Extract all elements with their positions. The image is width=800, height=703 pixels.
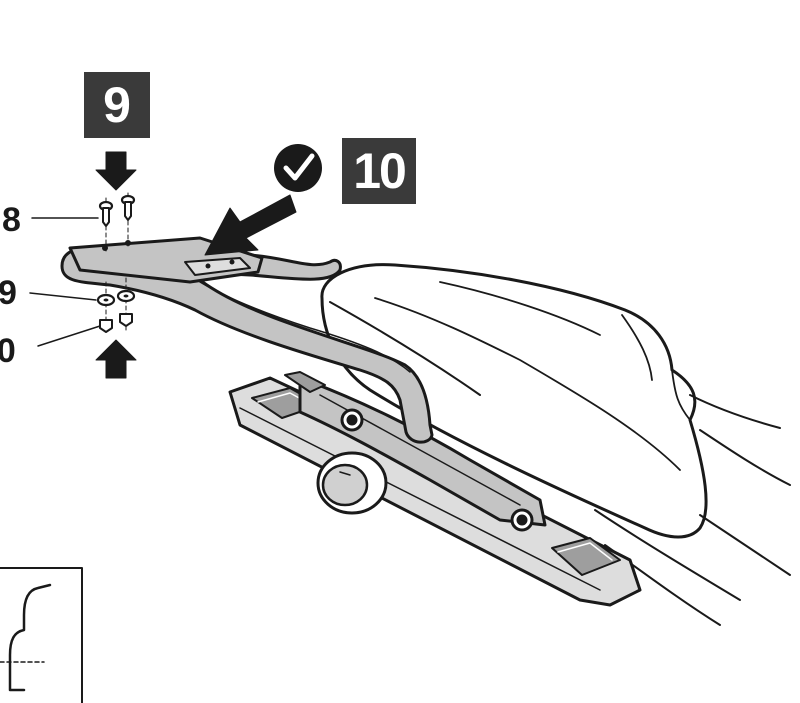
tail-fairing [594, 394, 791, 626]
screw-part-8 [98, 192, 136, 253]
callout-leaders [29, 217, 101, 347]
callout-part-8: 8 [2, 201, 21, 239]
bracket-knob [316, 451, 388, 515]
step-badge-next: 10 [342, 138, 416, 204]
washer-part-9 [96, 277, 136, 331]
step-badge-current: 9 [84, 72, 150, 138]
bracket-bolt-front [340, 408, 364, 432]
check-circle-icon [274, 144, 322, 192]
detail-inset [0, 567, 83, 703]
arrow-up-icon [95, 339, 137, 379]
bracket-bolt-rear [510, 508, 534, 532]
nut-part-10 [99, 313, 133, 333]
arrow-diagonal-icon [204, 194, 297, 256]
arrow-down-icon [95, 151, 137, 191]
callout-part-9: 9 [0, 274, 17, 312]
callout-part-10: 10 [0, 332, 16, 370]
